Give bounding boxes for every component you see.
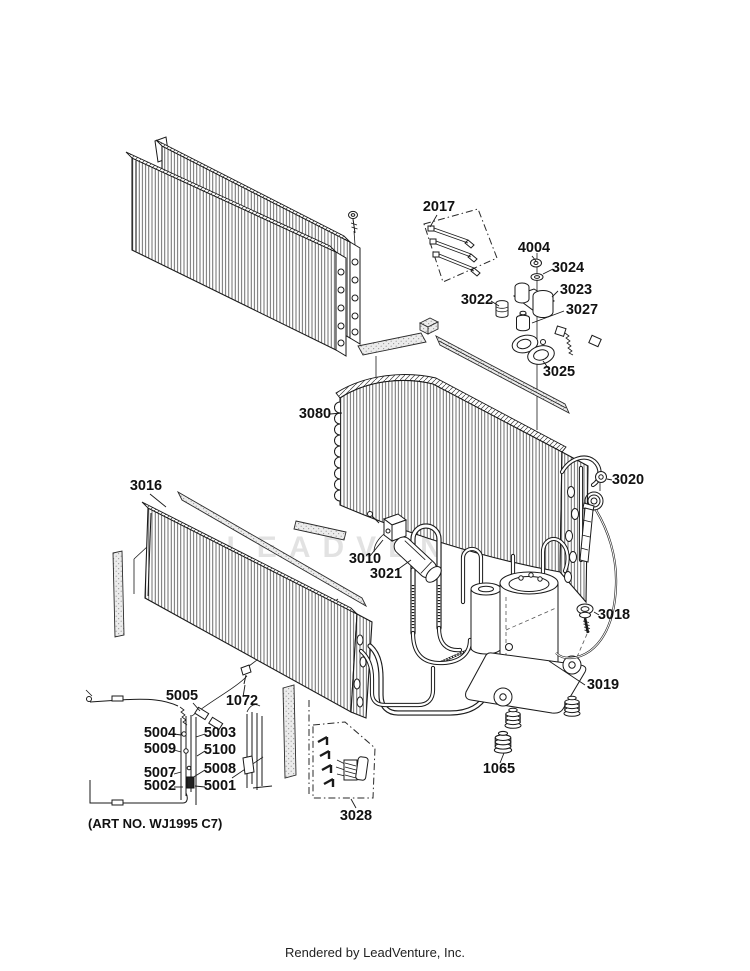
callout-3022[interactable]: 3022 <box>461 292 493 308</box>
callout-3019[interactable]: 3019 <box>587 677 619 693</box>
callout-3023[interactable]: 3023 <box>560 282 592 298</box>
gasket-3025 <box>511 334 555 365</box>
callout-5002[interactable]: 5002 <box>144 778 176 794</box>
foam-strip-lower <box>282 684 297 779</box>
callout-3080[interactable]: 3080 <box>299 406 331 422</box>
washer-3024 <box>530 273 544 281</box>
accumulator <box>470 589 502 655</box>
callout-4004[interactable]: 4004 <box>518 240 550 256</box>
foam-strip-3016 <box>176 490 368 608</box>
coil-3016 <box>141 501 373 719</box>
overload-relay-3023 <box>512 282 556 318</box>
tube-bundle-5100 <box>242 704 273 790</box>
clip-1072 <box>240 664 252 685</box>
callout-5005[interactable]: 5005 <box>166 688 198 704</box>
bolt-3018 <box>576 603 594 634</box>
foam-strip-mid <box>357 332 427 356</box>
callout-1072[interactable]: 1072 <box>226 693 258 709</box>
callout-3018[interactable]: 3018 <box>598 607 630 623</box>
foam-strip-long <box>435 334 570 415</box>
callout-5001[interactable]: 5001 <box>204 778 236 794</box>
callout-5003[interactable]: 5003 <box>204 725 236 741</box>
callout-3025[interactable]: 3025 <box>543 364 575 380</box>
tube-bundle-5004-5001 <box>180 715 197 805</box>
standoff-3027 <box>516 310 530 332</box>
evaporator-coil-assembly <box>125 136 361 357</box>
harness-connector <box>335 756 369 781</box>
callout-3020[interactable]: 3020 <box>612 472 644 488</box>
callout-5009[interactable]: 5009 <box>144 741 176 757</box>
nut-4004 <box>530 258 542 268</box>
compressor-3019 <box>465 571 587 714</box>
callout-5100[interactable]: 5100 <box>204 742 236 758</box>
callout-1065[interactable]: 1065 <box>483 761 515 777</box>
callout-3027[interactable]: 3027 <box>566 302 598 318</box>
callout-5007[interactable]: 5007 <box>144 765 176 781</box>
sensor-lead <box>554 325 602 356</box>
wire-harness-2017 <box>423 208 498 283</box>
thermostat-3020 <box>555 471 618 660</box>
callouts: 2017 4004 3024 3023 3022 3027 3025 3080 … <box>130 199 644 824</box>
callout-3010[interactable]: 3010 <box>349 551 381 567</box>
grommet-3022 <box>495 300 509 318</box>
foam-block <box>418 317 440 335</box>
foam-strip-short <box>293 520 347 541</box>
callout-5004[interactable]: 5004 <box>144 725 176 741</box>
footer-credit: Rendered by LeadVenture, Inc. <box>285 945 465 960</box>
callout-2017[interactable]: 2017 <box>423 199 455 215</box>
callout-3028[interactable]: 3028 <box>340 808 372 824</box>
leader-lines <box>149 214 613 809</box>
callout-3024[interactable]: 3024 <box>552 260 584 276</box>
callout-3021[interactable]: 3021 <box>370 566 402 582</box>
junction-box-3010 <box>367 511 408 553</box>
capillary-assembly-5005 <box>85 689 224 806</box>
callout-3016[interactable]: 3016 <box>130 478 162 494</box>
return-bends <box>334 401 341 502</box>
foam-strip-left <box>112 550 125 638</box>
terminal-box-3028 <box>312 721 376 799</box>
mounting-screw <box>348 210 358 234</box>
box-screw <box>367 511 373 517</box>
art-number: (ART NO. WJ1995 C7) <box>88 816 222 831</box>
muffler-3021 <box>393 536 442 583</box>
callout-5008[interactable]: 5008 <box>204 761 236 777</box>
